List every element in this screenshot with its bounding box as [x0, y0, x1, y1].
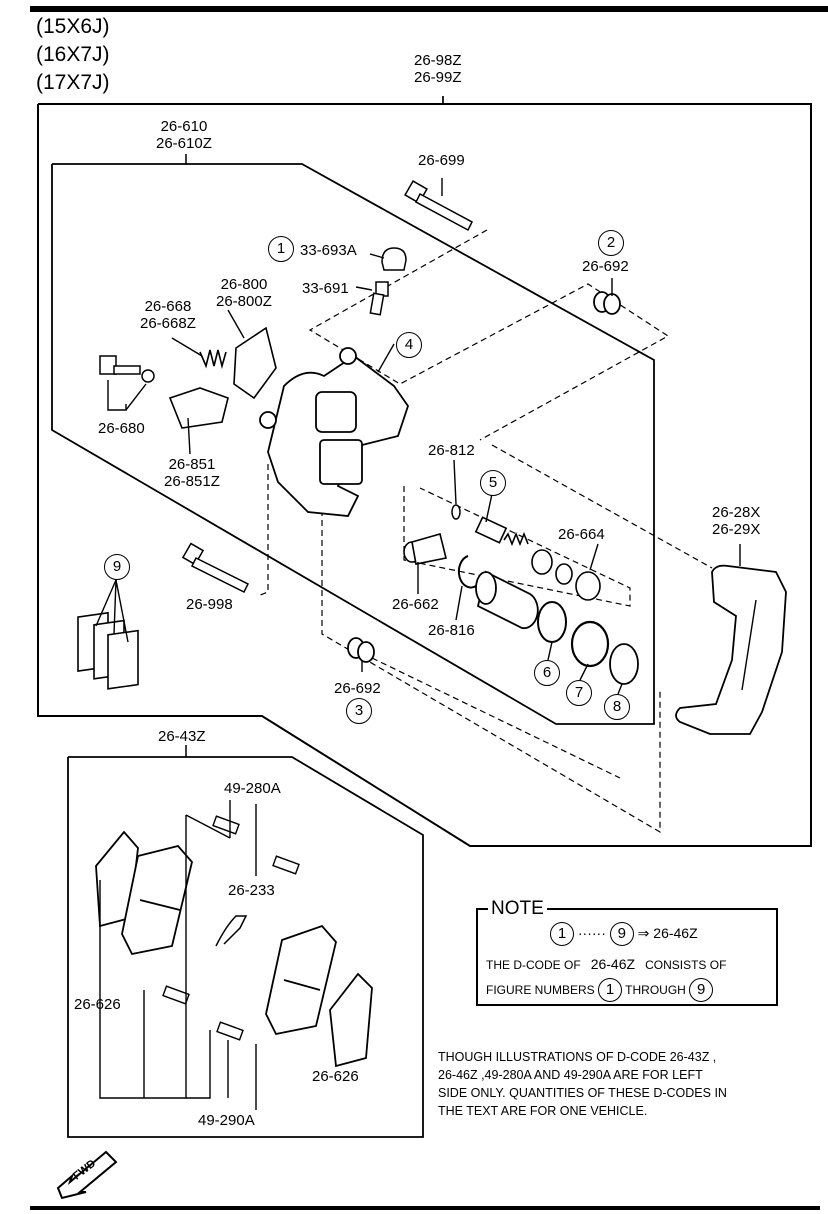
label-shim-left: 26-626 — [74, 996, 121, 1013]
bolt-icon — [99, 355, 155, 383]
callout-8: 8 — [604, 694, 630, 720]
callout-6: 6 — [534, 660, 560, 686]
size-16x7j: (16X7J) — [36, 43, 110, 66]
seal-8-icon — [609, 643, 639, 685]
label-clip-b: 49-290A — [198, 1112, 255, 1129]
guide-pin-icon — [404, 180, 473, 232]
callout-1: 1 — [268, 236, 294, 262]
label-guide-pin: 26-699 — [418, 152, 465, 169]
label-pad-set: 26-43Z — [158, 728, 206, 745]
size-17x7j: (17X7J) — [36, 71, 110, 94]
bushing-upper-icon — [593, 291, 621, 315]
label-ring: 26-812 — [428, 442, 475, 459]
note-range-code: 26-46Z — [653, 925, 698, 941]
mount-bracket-icon — [675, 564, 787, 735]
assembly-frame — [37, 103, 812, 847]
note-line-3: FIGURE NUMBERS 1 THROUGH 9 — [486, 978, 714, 1002]
lever-icon — [233, 326, 277, 400]
callout-5: 5 — [480, 470, 506, 496]
label-bushing-upper: 26-692 — [582, 258, 629, 275]
top-border — [30, 6, 828, 12]
note-range: 1 ······ 9 ⇒ 26-46Z — [550, 922, 698, 946]
dashed-guides — [257, 229, 713, 834]
label-shim-right: 26-626 — [312, 1068, 359, 1085]
seal-6-icon — [537, 601, 567, 643]
caliper-frame — [51, 163, 655, 725]
clip-icon — [162, 815, 300, 1041]
size-15x6j: (15X6J) — [36, 15, 110, 38]
leader-lines — [99, 96, 741, 1110]
piston-icon — [475, 570, 539, 630]
adjuster-icon — [474, 516, 601, 601]
spring-icon — [199, 349, 227, 370]
boot-icon — [403, 533, 447, 565]
note-arrow: ⇒ — [637, 925, 650, 941]
disclaimer-text: THOUGH ILLUSTRATIONS OF D-CODE 26-43Z , … — [438, 1050, 727, 1118]
label-clip-a: 49-280A — [224, 780, 281, 797]
bottom-border — [30, 1206, 820, 1210]
note-box — [476, 908, 778, 1006]
label-bleeder: 33-691 — [302, 280, 349, 297]
callout-2: 2 — [598, 230, 624, 256]
pad-set-icon — [77, 611, 139, 690]
brake-pad-left-icon — [95, 830, 193, 956]
seal-7-icon — [570, 620, 610, 668]
label-bolt: 26-680 — [98, 420, 145, 437]
note-title: NOTE — [488, 898, 547, 920]
bracket-icon — [168, 387, 229, 429]
note-range-dots: ······ — [577, 925, 606, 941]
snap-ring-icon — [457, 555, 477, 589]
label-snap-ring: 26-816 — [428, 622, 475, 639]
label-bushing-lower: 26-692 — [334, 680, 381, 697]
callout-4: 4 — [396, 332, 422, 358]
note-line-2: THE D-CODE OF 26-46Z CONSISTS OF — [486, 956, 727, 972]
caliper-body-icon — [259, 347, 409, 517]
callout-9: 9 — [104, 554, 130, 580]
brake-pad-right-icon — [265, 924, 373, 1068]
label-boot: 26-662 — [392, 596, 439, 613]
note-range-end: 9 — [609, 922, 634, 946]
bushing-lower-icon — [347, 637, 375, 663]
note-range-start: 1 — [550, 922, 574, 946]
ring-icon — [451, 504, 461, 520]
bleeder-icon — [369, 281, 389, 316]
fwd-arrow-icon: FWD — [54, 1148, 118, 1205]
label-pin-lower: 26-998 — [186, 596, 233, 613]
pad-spring-icon — [215, 915, 248, 947]
label-seal-kit: 26-664 — [558, 526, 605, 543]
pad-set-frame — [67, 756, 424, 1138]
cap-icon — [381, 247, 407, 271]
pin-lower-icon — [181, 542, 250, 594]
label-pad-spring: 26-233 — [228, 882, 275, 899]
label-cap: 33-693A — [300, 242, 357, 259]
callout-7: 7 — [566, 680, 592, 706]
callout-3: 3 — [346, 698, 372, 724]
